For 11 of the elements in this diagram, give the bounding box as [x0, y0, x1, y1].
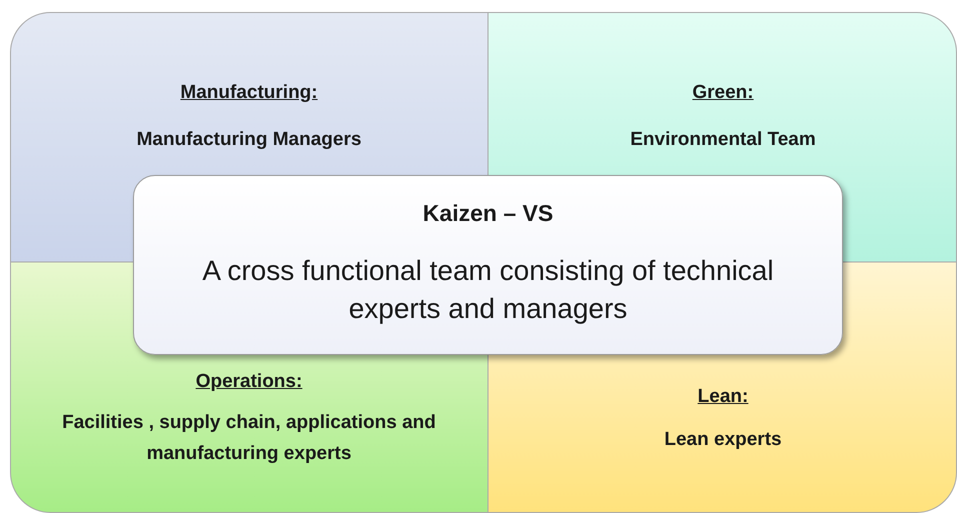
description: Environmental Team [629, 128, 817, 152]
heading: Manufacturing: [179, 82, 319, 104]
heading: Kaizen – VS [422, 200, 554, 227]
description: Manufacturing Managers [136, 128, 362, 152]
heading: Green: [691, 82, 755, 104]
heading: Lean: [696, 386, 750, 408]
center-card [133, 175, 843, 355]
description: Facilities , supply chain, applications and manufacturing experts [61, 411, 437, 466]
heading: Operations: [194, 371, 304, 393]
description: Lean experts [663, 428, 783, 452]
description: A cross functional team consisting of technical experts and managers [201, 254, 775, 326]
